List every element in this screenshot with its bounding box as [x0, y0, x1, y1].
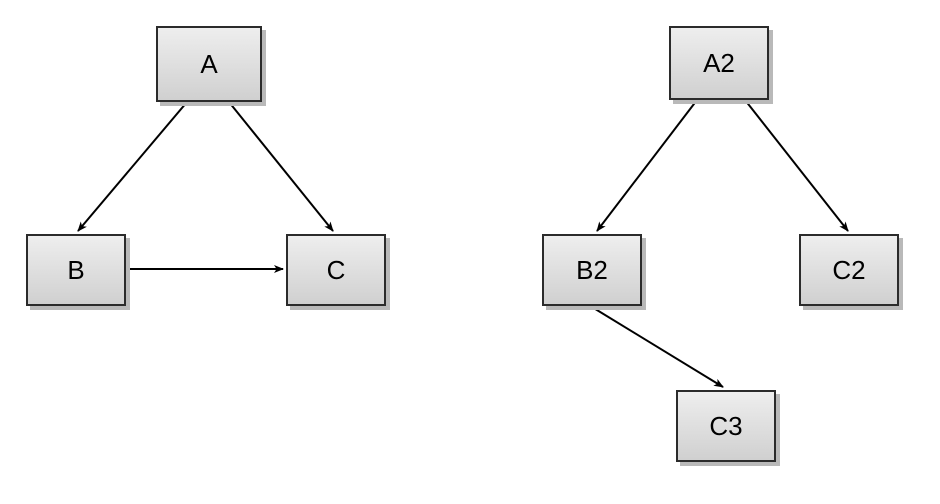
node-label-a: A [200, 49, 218, 79]
node-c3[interactable]: C3 [676, 390, 776, 462]
node-label-c3: C3 [709, 411, 743, 441]
edge-a-to-c [228, 101, 334, 232]
node-label-b2: B2 [576, 255, 608, 285]
node-label-a2: A2 [703, 48, 735, 78]
edge-a2-to-b2 [596, 99, 698, 232]
edge-b2-to-c3 [591, 306, 724, 388]
node-c[interactable]: C [286, 234, 386, 306]
node-label-b: B [67, 255, 85, 285]
edges-group [77, 99, 849, 388]
node-b2[interactable]: B2 [542, 234, 642, 306]
node-a2[interactable]: A2 [669, 26, 769, 100]
node-label-c: C [326, 255, 346, 285]
node-label-c2: C2 [832, 255, 866, 285]
node-a[interactable]: A [156, 26, 262, 102]
edge-a2-to-c2 [744, 99, 849, 232]
node-c2[interactable]: C2 [799, 234, 899, 306]
node-b[interactable]: B [26, 234, 126, 306]
edge-a-to-b [77, 101, 188, 232]
